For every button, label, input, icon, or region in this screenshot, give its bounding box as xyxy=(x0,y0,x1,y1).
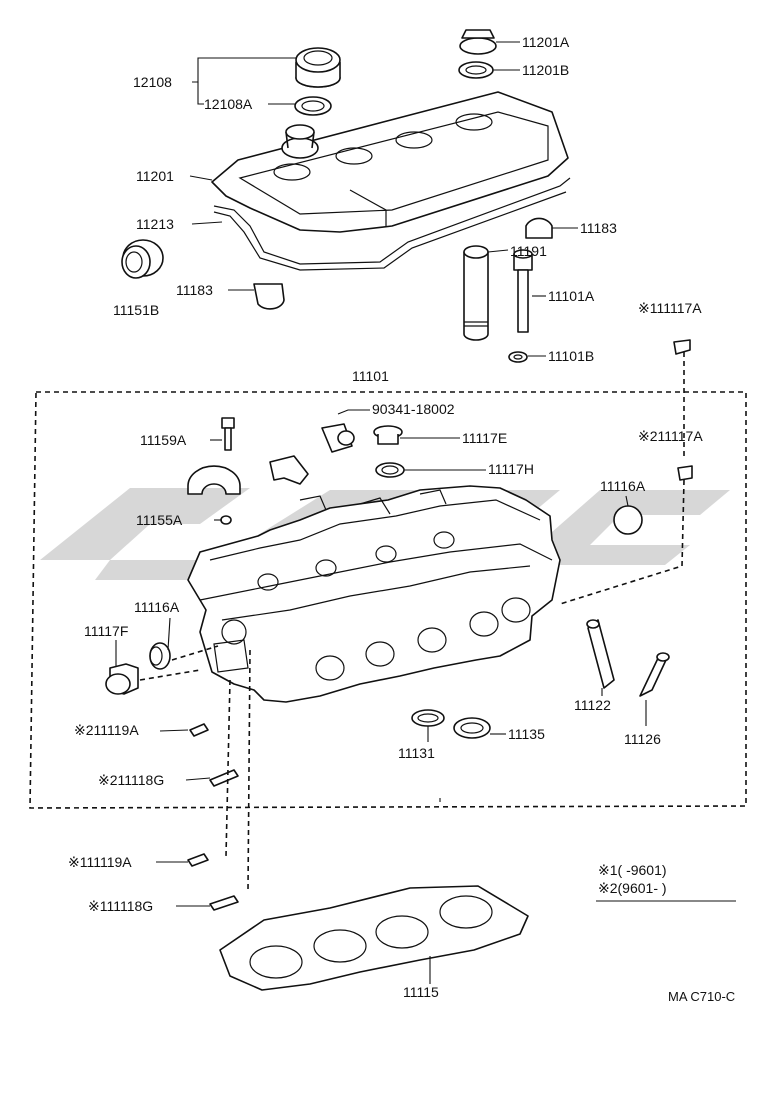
seal-guide-line xyxy=(559,352,685,605)
label-11101: 11101 xyxy=(352,368,389,384)
half-moon-plug-top xyxy=(525,217,553,239)
reference-code: MA C710-C xyxy=(668,989,735,1004)
oil-seal xyxy=(121,239,164,279)
label-11183-top: 11183 xyxy=(580,220,617,236)
seal-plug-mid xyxy=(677,465,693,481)
label-12108a: 12108A xyxy=(204,96,253,112)
label-11115: 11115 xyxy=(403,984,439,1000)
footnote-line-2: ※2(9601- ) xyxy=(598,880,667,896)
label-11101a: 11101A xyxy=(548,288,595,304)
label-11118g-1: ※111118G xyxy=(88,898,153,914)
label-11201b: 11201B xyxy=(522,62,569,78)
label-11117e: 11117E xyxy=(462,430,507,446)
label-12108: 12108 xyxy=(133,74,172,90)
gasket-11117h xyxy=(375,462,405,478)
label-11201a: 11201A xyxy=(522,34,570,50)
label-11118g-2: ※211118G xyxy=(98,772,164,788)
label-11191: 11191 xyxy=(510,243,547,259)
label-11183-left: 11183 xyxy=(176,282,213,298)
guide-11122 xyxy=(586,619,615,689)
label-11201: 11201 xyxy=(136,168,174,184)
cap-bolt xyxy=(221,417,235,451)
bolt-washer xyxy=(508,351,528,363)
head-gasket xyxy=(219,885,529,991)
label-11213: 11213 xyxy=(136,216,174,232)
dowel-pins xyxy=(187,723,239,911)
dowel-guide-lines xyxy=(225,649,251,891)
ring-11135 xyxy=(453,717,491,739)
footnote-legend: ※1( -9601) ※2(9601- ) xyxy=(596,862,736,902)
label-11159a: 11159A xyxy=(140,432,187,448)
valve-cover-grommet-a xyxy=(459,29,497,55)
leader-lines xyxy=(115,41,647,984)
label-11117a-2: ※211117A xyxy=(638,428,703,444)
cup-plug-guide-line xyxy=(139,645,219,681)
label-11119a-2: ※211119A xyxy=(74,722,139,738)
valve-cover-gasket xyxy=(213,177,571,271)
spark-plug-tube xyxy=(463,245,489,341)
oil-filler-cap xyxy=(295,47,341,88)
label-11155a: 11155A xyxy=(136,512,183,528)
cam-bearing-cap xyxy=(187,465,241,495)
label-11135: 11135 xyxy=(508,726,545,742)
plug-11117e xyxy=(373,425,403,445)
guide-11126 xyxy=(639,652,670,697)
label-11119a-1: ※111119A xyxy=(68,854,132,870)
screw-plug xyxy=(105,663,139,695)
small-pin xyxy=(220,515,232,525)
ring-11131 xyxy=(411,709,445,727)
cylinder-head xyxy=(187,485,561,703)
union-fitting xyxy=(321,423,355,453)
label-11117h: 11117H xyxy=(488,461,534,477)
label-90341-18002: 90341-18002 xyxy=(372,401,455,417)
label-11101b: 11101B xyxy=(548,348,594,364)
hanger-bracket xyxy=(269,455,309,485)
label-11122: 11122 xyxy=(574,697,611,713)
valve-cover xyxy=(211,91,569,233)
label-11131: 11131 xyxy=(398,745,435,761)
seal-plug-top xyxy=(673,339,691,355)
head-bolt xyxy=(513,249,533,333)
valve-cover-grommet-b xyxy=(458,61,494,79)
label-11117a-1: ※111117A xyxy=(638,300,702,316)
label-11126: 11126 xyxy=(624,731,661,747)
label-11116a-left: 11116A xyxy=(134,599,180,615)
filler-cap-gasket xyxy=(294,96,332,116)
label-11117f: 11117F xyxy=(84,623,128,639)
half-moon-plug-left xyxy=(253,283,285,310)
label-11116a-right: 11116A xyxy=(600,478,646,494)
footnote-line-1: ※1( -9601) xyxy=(598,862,667,878)
label-11151b: 11151B xyxy=(113,302,159,318)
cup-plug-right xyxy=(613,505,643,535)
cup-plug-left xyxy=(149,642,171,670)
